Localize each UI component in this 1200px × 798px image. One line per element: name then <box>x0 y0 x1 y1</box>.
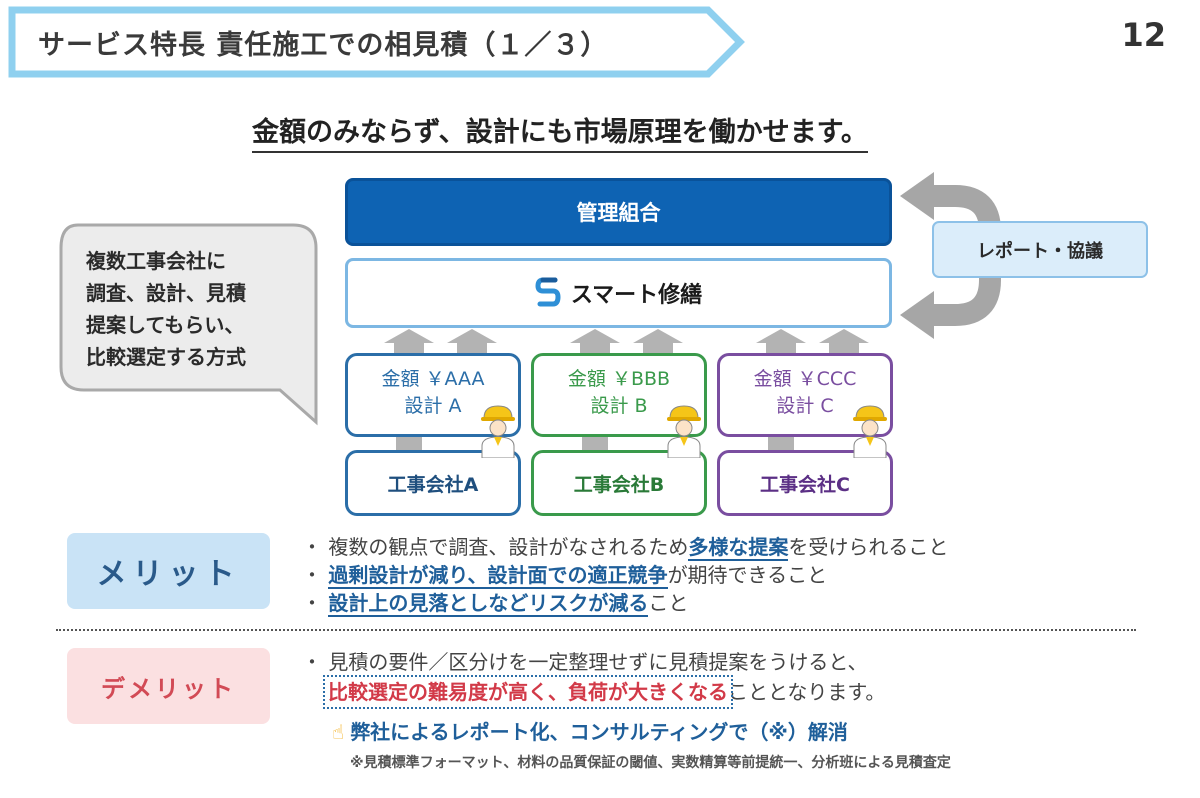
cycle-arrow-head-top <box>900 172 934 220</box>
up-arrows <box>384 329 869 452</box>
banner-arrow-shape <box>8 6 745 78</box>
merit-line-2: ・ 過剰設計が減り、設計面での適正競争が期待できること <box>302 563 828 589</box>
company-box-a: 工事会社A <box>345 450 521 516</box>
report-discussion-box: レポート・協議 <box>932 221 1148 278</box>
smart-shuzen-logo-icon <box>535 277 561 307</box>
pointing-hand-icon: ☝ <box>332 720 345 744</box>
merit-line-1: ・ 複数の観点で調査、設計がなされるため多様な提案を受けられること <box>302 535 949 561</box>
merit-label: メリット <box>67 533 270 609</box>
solution-line: ☝弊社によるレポート化、コンサルティングで（※）解消 <box>332 720 848 744</box>
slide-title: サービス特長 責任施工での相見積（１／３） <box>38 30 609 61</box>
smart-shuzen-box: スマート修繕 <box>345 258 892 328</box>
worker-icon <box>481 405 515 458</box>
speech-bubble <box>59 223 318 426</box>
worker-icon <box>853 405 887 458</box>
slide-subtitle: 金額のみならず、設計にも市場原理を働かせます。 <box>252 110 868 153</box>
speech-bubble-text: 複数工事会社に 調査、設計、見積 提案してもらい、 比較選定する方式 <box>86 249 246 369</box>
cycle-arrow-head-bottom <box>900 291 934 339</box>
worker-icon <box>667 405 701 458</box>
page-number: 12 <box>1121 16 1166 54</box>
estimate-box-a: 金額 ￥AAA 設計 A <box>345 353 521 437</box>
demerit-line-1: ・ 見積の要件／区分けを一定整理せずに見積提案をうけると、 <box>302 650 868 674</box>
section-divider <box>56 629 1136 631</box>
demerit-label: デメリット <box>67 648 270 724</box>
management-association-box: 管理組合 <box>345 178 892 246</box>
smart-shuzen-label: スマート修繕 <box>570 283 703 308</box>
header-banner: サービス特長 責任施工での相見積（１／３） <box>8 6 746 78</box>
merit-line-3: ・ 設計上の見落としなどリスクが減ること <box>302 591 689 617</box>
company-box-c: 工事会社C <box>717 450 893 516</box>
company-box-b: 工事会社B <box>531 450 707 516</box>
footnote: ※見積標準フォーマット、材料の品質保証の閾値、実数精算等前提統一、分析班による見… <box>350 755 951 771</box>
demerit-line-2: 比較選定の難易度が高く、負荷が大きくなることとなります。 <box>323 675 886 709</box>
